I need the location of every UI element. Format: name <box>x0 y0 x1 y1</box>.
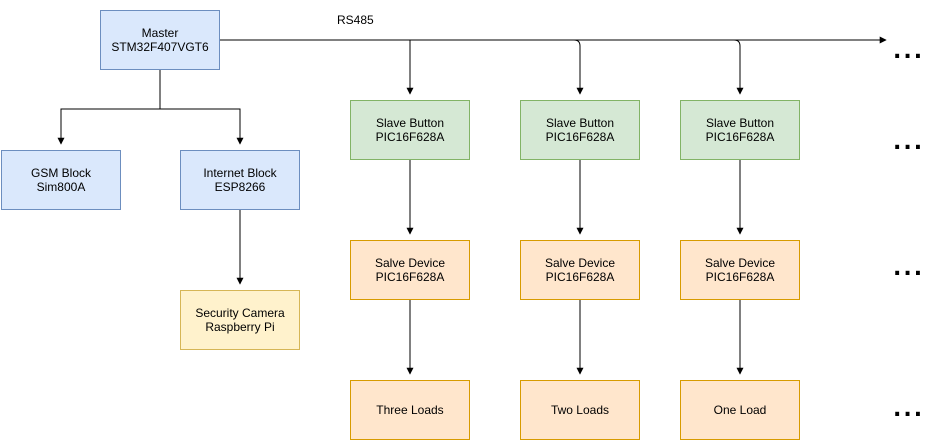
slave-button-title: Slave Button <box>375 116 445 130</box>
continuation-ellipsis-loads: ... <box>893 397 925 422</box>
security-camera-title: Security Camera <box>195 306 285 320</box>
slave-device-node-2[interactable]: Salve Device PIC16F628A <box>520 240 640 300</box>
internet-block-node[interactable]: Internet Block ESP8266 <box>180 150 300 210</box>
rs485-bus-label: RS485 <box>337 13 374 27</box>
slave-device-node-1[interactable]: Salve Device PIC16F628A <box>350 240 470 300</box>
slave-device-part: PIC16F628A <box>545 270 615 284</box>
edge-master-gsm <box>57 70 161 145</box>
master-title: Master <box>141 26 179 40</box>
gsm-block-title: GSM Block <box>30 166 91 180</box>
edge-master-internet <box>160 108 244 145</box>
gsm-block-part: Sim800A <box>36 180 86 194</box>
slave-device-part: PIC16F628A <box>705 270 775 284</box>
internet-block-title: Internet Block <box>203 166 277 180</box>
security-camera-part: Raspberry Pi <box>205 320 275 334</box>
slave-device-title: Salve Device <box>544 256 616 270</box>
loads-label: Two Loads <box>550 403 610 417</box>
slave-button-node-1[interactable]: Slave Button PIC16F628A <box>350 100 470 160</box>
slave-device-title: Salve Device <box>704 256 776 270</box>
continuation-ellipsis-buttons: ... <box>893 130 925 155</box>
loads-label: One Load <box>713 403 767 417</box>
edge-bus-button-3 <box>733 39 744 95</box>
slave-device-title: Salve Device <box>374 256 446 270</box>
slave-device-part: PIC16F628A <box>375 270 445 284</box>
loads-label: Three Loads <box>376 403 444 417</box>
gsm-block-node[interactable]: GSM Block Sim800A <box>1 150 121 210</box>
continuation-ellipsis-bus: ... <box>893 39 925 64</box>
internet-block-part: ESP8266 <box>214 180 266 194</box>
slave-button-title: Slave Button <box>705 116 775 130</box>
loads-node-3[interactable]: One Load <box>680 380 800 440</box>
edge-bus-button-2 <box>573 39 584 95</box>
loads-node-2[interactable]: Two Loads <box>520 380 640 440</box>
loads-node-1[interactable]: Three Loads <box>350 380 470 440</box>
slave-button-part: PIC16F628A <box>375 130 445 144</box>
slave-button-title: Slave Button <box>545 116 615 130</box>
slave-button-node-2[interactable]: Slave Button PIC16F628A <box>520 100 640 160</box>
slave-button-part: PIC16F628A <box>705 130 775 144</box>
security-camera-node[interactable]: Security Camera Raspberry Pi <box>180 290 300 350</box>
slave-button-node-3[interactable]: Slave Button PIC16F628A <box>680 100 800 160</box>
master-part: STM32F407VGT6 <box>111 40 209 54</box>
master-node[interactable]: Master STM32F407VGT6 <box>100 10 220 70</box>
continuation-ellipsis-devices: ... <box>893 256 925 281</box>
slave-device-node-3[interactable]: Salve Device PIC16F628A <box>680 240 800 300</box>
slave-button-part: PIC16F628A <box>545 130 615 144</box>
